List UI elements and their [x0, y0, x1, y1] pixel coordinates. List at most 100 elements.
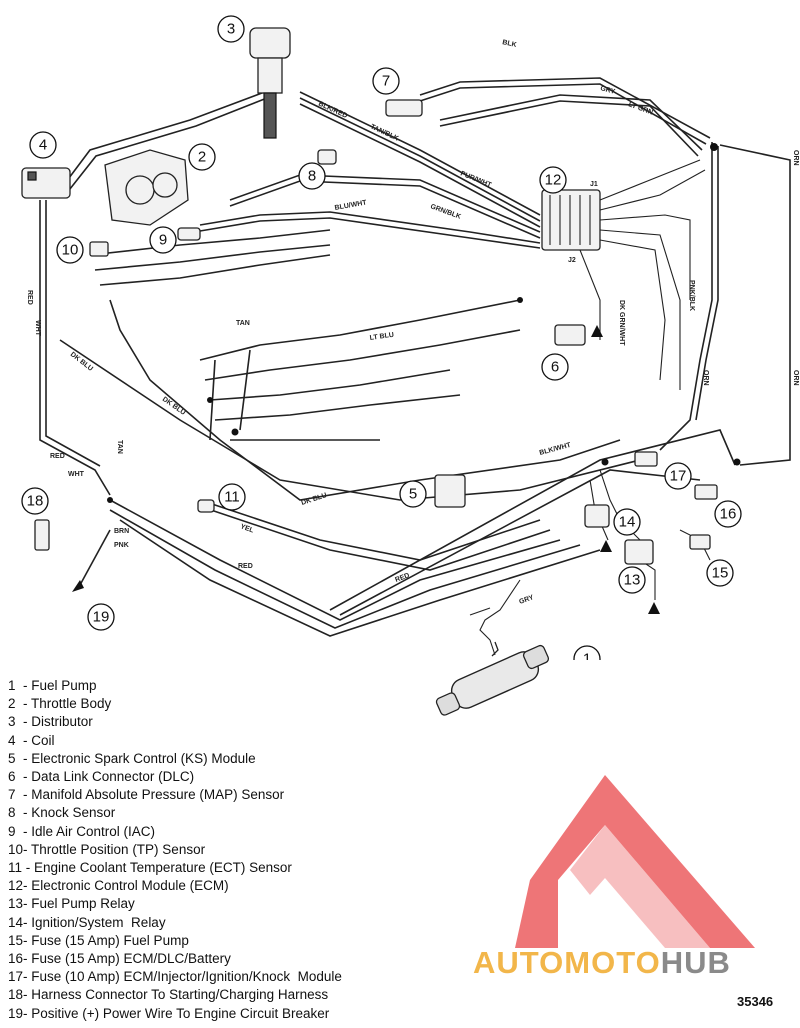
legend-item: 18- Harness Connector To Starting/Chargi… — [8, 987, 329, 1003]
fuel-pump-relay — [624, 539, 654, 565]
wiring-diagram: BLK GRY LT GRN BLK/RED PUR/WHT TAN/BLK D… — [21, 15, 799, 661]
callout-18: 18 — [21, 487, 49, 515]
wire-label: BLK — [502, 39, 518, 49]
legend-item: 10- Throttle Position (TP) Sensor — [8, 841, 206, 857]
fuse-17 — [634, 451, 658, 467]
wire-label: RED — [26, 290, 33, 305]
legend-item: 3 - Distributor — [8, 714, 93, 730]
callout-19: 19 — [87, 603, 115, 631]
callout-11: 11 — [218, 483, 246, 511]
callout-12: 12 — [539, 166, 567, 194]
wire-label: DK GRN/WHT — [618, 300, 625, 346]
callout-4: 4 — [29, 131, 57, 159]
throttle-body — [104, 149, 189, 226]
distributor — [249, 27, 291, 139]
fuse-16 — [694, 484, 718, 500]
component-legend: 1 - Fuel Pump 2 - Throttle Body 3 - Dist… — [8, 677, 428, 1023]
svg-text:10: 10 — [62, 242, 79, 259]
wire-label: PNK — [114, 542, 129, 549]
legend-item: 16- Fuse (15 Amp) ECM/DLC/Battery — [8, 951, 231, 967]
callout-3: 3 — [217, 15, 245, 43]
wire-label: BLK/RED — [317, 100, 348, 119]
wire-label: WHT — [34, 320, 41, 337]
svg-text:8: 8 — [308, 168, 316, 185]
legend-item: 9 - Idle Air Control (IAC) — [8, 823, 156, 839]
legend-item: 15- Fuse (15 Amp) Fuel Pump — [8, 932, 189, 948]
wire-label: LT BLU — [369, 332, 394, 342]
wire-label: BRN — [114, 528, 129, 535]
fuse-15 — [689, 534, 711, 550]
svg-text:7: 7 — [382, 73, 390, 90]
svg-text:9: 9 — [159, 232, 167, 249]
wire-label: RED — [238, 563, 253, 570]
ks-module — [434, 474, 466, 508]
callout-6: 6 — [541, 353, 569, 381]
legend-item: 2 - Throttle Body — [8, 696, 112, 712]
svg-text:14: 14 — [619, 514, 636, 531]
callouts: 3 7 4 2 8 12 9 10 6 5 17 11 18 16 14 13 … — [21, 15, 742, 661]
svg-text:6: 6 — [551, 359, 559, 376]
wire-label: YEL — [239, 523, 255, 534]
legend-item: 19- Positive (+) Power Wire To Engine Ci… — [8, 1005, 330, 1021]
wire-label: BLK/WHT — [539, 442, 573, 457]
svg-text:11: 11 — [224, 489, 240, 506]
svg-text:16: 16 — [720, 506, 737, 523]
callout-7: 7 — [372, 67, 400, 95]
watermark-text: AUTOMOTOHUB — [473, 945, 731, 981]
wire-label: J2 — [568, 257, 576, 264]
wire-label: DK BLU — [300, 492, 327, 507]
svg-text:13: 13 — [624, 572, 641, 589]
callout-9: 9 — [149, 226, 177, 254]
legend-item: 14- Ignition/System Relay — [8, 914, 166, 930]
watermark-hub: HUB — [660, 945, 731, 980]
callout-10: 10 — [56, 236, 84, 264]
wire-label: WHT — [68, 471, 85, 478]
legend-item: 17- Fuse (10 Amp) ECM/Injector/Ignition/… — [8, 969, 342, 985]
figure-number: 35346 — [737, 994, 774, 1009]
legend-item: 11 - Engine Coolant Temperature (ECT) Se… — [8, 860, 292, 876]
map-sensor — [385, 99, 423, 117]
watermark-auto: AUTO — [473, 945, 565, 980]
tp-sensor — [89, 241, 109, 257]
wire-label: PNK/BLK — [688, 280, 695, 311]
callout-16: 16 — [714, 500, 742, 528]
wire-label: TAN — [116, 440, 123, 454]
wire-label: LT GRN — [627, 101, 653, 116]
ignition-relay — [584, 504, 610, 528]
svg-text:18: 18 — [27, 493, 44, 510]
svg-text:1: 1 — [583, 651, 591, 661]
wire-label: TAN — [236, 320, 250, 327]
legend-item: 12- Electronic Control Module (ECM) — [8, 878, 229, 894]
wire-label: J1 — [590, 181, 598, 188]
wire-label: ORN — [792, 150, 799, 166]
svg-text:2: 2 — [198, 149, 206, 166]
callout-13: 13 — [618, 566, 646, 594]
legend-item: 7 - Manifold Absolute Pressure (MAP) Sen… — [8, 787, 285, 803]
callout-1: 1 — [573, 645, 601, 661]
svg-text:4: 4 — [39, 137, 47, 154]
wire-label: RED — [394, 572, 410, 584]
wire-label: ORN — [702, 370, 709, 386]
svg-text:17: 17 — [670, 468, 687, 485]
legend-item: 1 - Fuel Pump — [8, 678, 97, 693]
splice-points — [59, 143, 741, 503]
legend-item: 4 - Coil — [8, 732, 55, 748]
callout-14: 14 — [613, 508, 641, 536]
svg-text:12: 12 — [545, 172, 562, 189]
wire-label: BLU/WHT — [334, 199, 368, 212]
wire-label: DK BLU — [161, 396, 187, 417]
svg-text:19: 19 — [93, 609, 110, 626]
wire-label: GRY — [599, 85, 616, 96]
watermark-logo — [515, 775, 755, 948]
wire-label: GRY — [518, 594, 535, 606]
svg-text:3: 3 — [227, 21, 235, 38]
legend-item: 6 - Data Link Connector (DLC) — [8, 769, 195, 785]
main-harness — [39, 77, 791, 656]
ect-sensor — [197, 499, 215, 513]
svg-text:5: 5 — [409, 486, 417, 503]
wire-label: GRN/BLK — [429, 203, 461, 220]
ecm — [541, 189, 601, 251]
callout-5: 5 — [399, 480, 427, 508]
callout-8: 8 — [298, 162, 326, 190]
fuel-pump-drawing — [435, 641, 550, 716]
